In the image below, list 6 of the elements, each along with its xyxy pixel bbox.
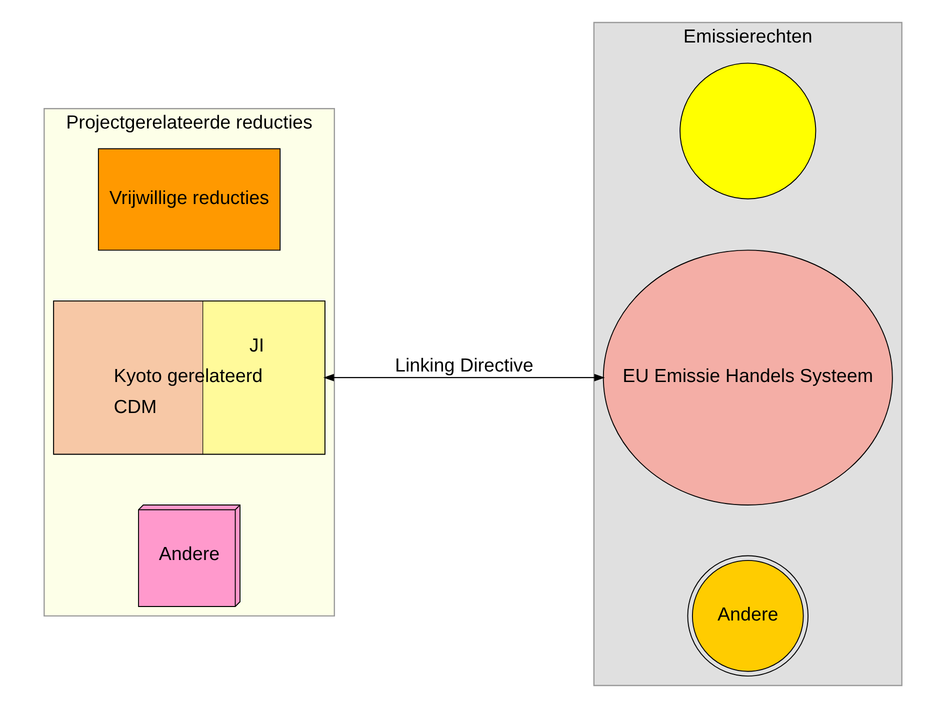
node-ellipse: EU Emissie Handels Systeem [602,250,893,506]
arrow [323,374,605,382]
edge-label: Linking Directive [394,354,534,376]
node-circle: Andere [687,555,809,677]
node-box: Vrijwillige reducties [98,148,281,251]
node-circle [680,62,816,200]
